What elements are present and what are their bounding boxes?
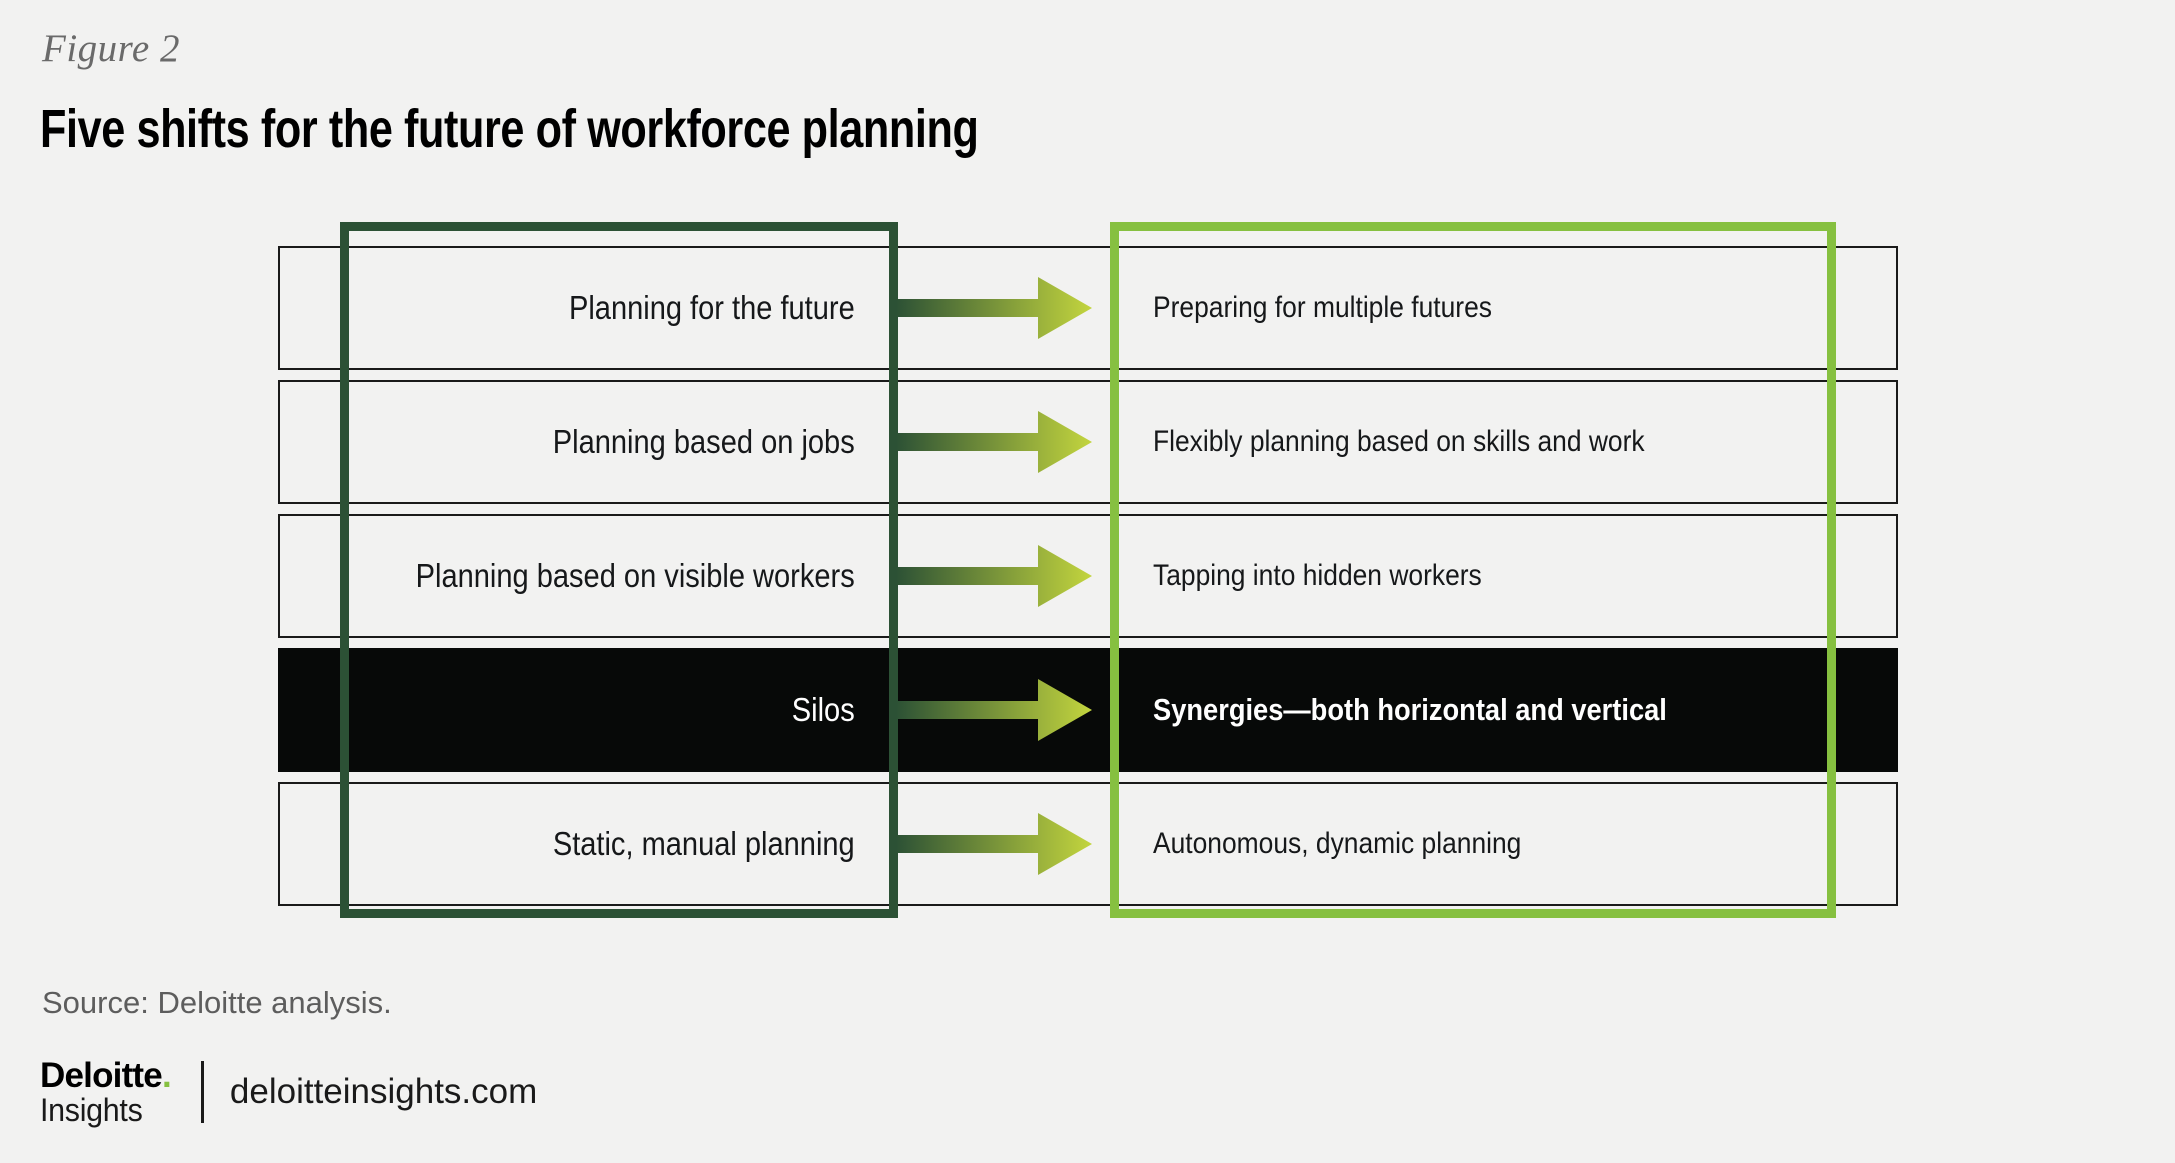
- shift-arrow: [896, 246, 1096, 370]
- shift-to-label: Preparing for multiple futures: [1153, 291, 1492, 324]
- shift-arrow: [896, 648, 1096, 772]
- shift-from-label: Planning for the future: [568, 289, 855, 326]
- row-box: [278, 782, 1898, 906]
- logo-deloitte-text: Deloitte: [40, 1056, 163, 1095]
- row-box: [278, 514, 1898, 638]
- shift-from-label-highlighted: Silos: [791, 691, 855, 728]
- logo-deloitte-line: Deloitte.: [40, 1056, 172, 1095]
- shift-arrow: [896, 380, 1096, 504]
- logo-wordmark: Deloitte. Insights: [40, 1056, 172, 1128]
- shift-arrow: [896, 782, 1096, 906]
- figure-label: Figure 2: [42, 27, 180, 70]
- logo-green-dot: .: [161, 1056, 172, 1095]
- source-note: Source: Deloitte analysis.: [42, 985, 392, 1020]
- row-box: [278, 380, 1898, 504]
- deloitte-insights-logo: Deloitte. Insights deloitteinsights.com: [40, 1058, 537, 1126]
- shift-to-label: Autonomous, dynamic planning: [1153, 827, 1522, 860]
- shift-from-label: Planning based on visible workers: [415, 557, 855, 594]
- logo-insights-text: Insights: [40, 1092, 143, 1128]
- row-box: [278, 246, 1898, 370]
- current-state-frame: [340, 222, 898, 918]
- deloitte-insights-url[interactable]: deloitteinsights.com: [229, 1072, 538, 1111]
- shift-to-label: Flexibly planning based on skills and wo…: [1153, 425, 1645, 458]
- page-title: Five shifts for the future of workforce …: [40, 99, 979, 159]
- shift-to-label: Tapping into hidden workers: [1153, 559, 1482, 592]
- logo-divider: [200, 1061, 204, 1123]
- shift-from-label: Planning based on jobs: [552, 423, 855, 460]
- shift-to-label-highlighted: Synergies—both horizontal and vertical: [1153, 692, 1667, 727]
- shift-arrow: [896, 514, 1096, 638]
- future-state-frame: [1110, 222, 1836, 918]
- shift-from-label: Static, manual planning: [552, 825, 855, 862]
